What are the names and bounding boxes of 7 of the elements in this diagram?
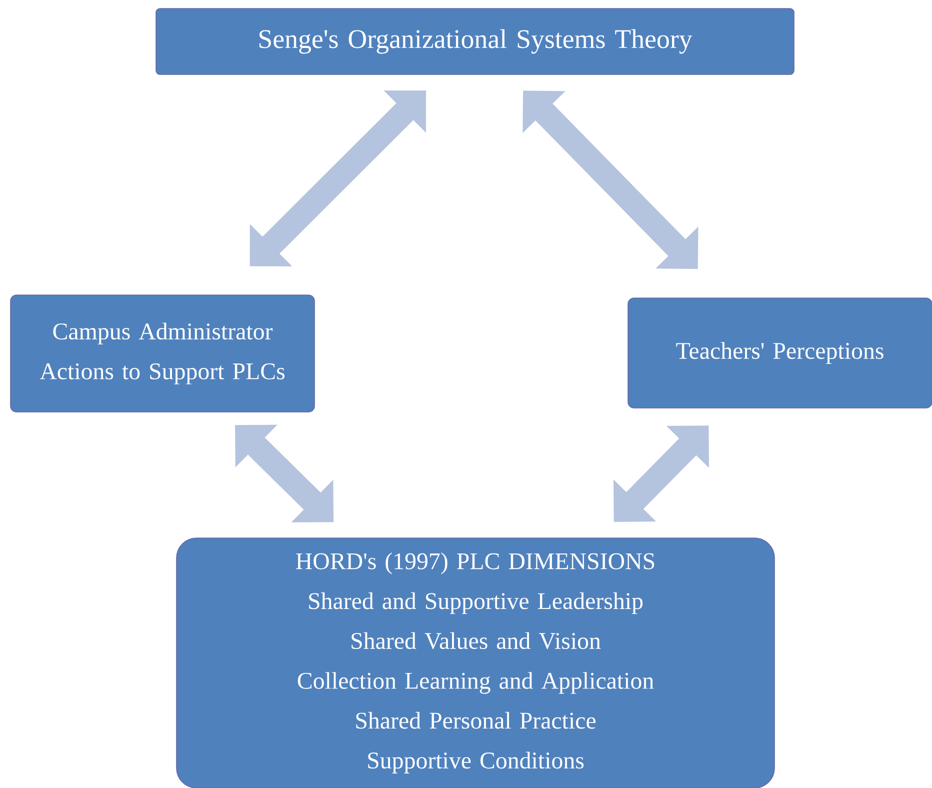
process-box: Teachers' Perceptions xyxy=(628,298,932,408)
double-arrow xyxy=(250,90,426,266)
double-arrow xyxy=(614,426,709,522)
dimensions-box: HORD's (1997) PLC DIMENSIONS Shared and Supportive Leadership Shared Values and Vision Collection Learning and Application Shared Personal Practice Supportive Conditions xyxy=(176,538,775,788)
process-box: Senge's Organizational Systems Theory xyxy=(156,8,794,75)
process-box: Campus Administrator Actions to Support PLCs xyxy=(10,294,315,412)
double-arrow xyxy=(522,90,698,269)
